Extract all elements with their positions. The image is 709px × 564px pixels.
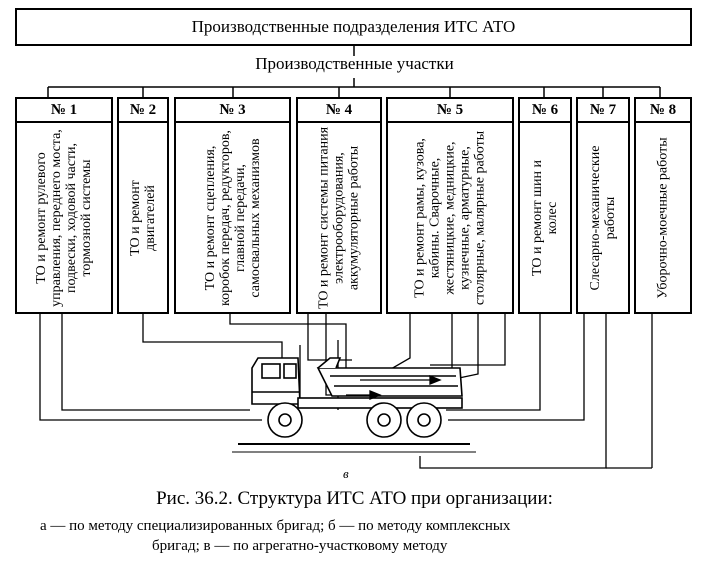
unit-description: ТО и ремонт рулевого управления, передне…: [34, 128, 94, 307]
unit-number: № 5: [388, 99, 512, 123]
legend-line-2: бригад; в — по агрегатно-участковому мет…: [152, 538, 448, 554]
unit-description: ТО и ремонт шин и колес: [530, 159, 560, 276]
unit-1: № 1 ТО и ремонт рулевого управления, пер…: [15, 97, 113, 314]
method-label-v: в: [343, 466, 349, 481]
dump-truck-illustration: [251, 357, 463, 438]
unit-description: Уборочно-моечные работы: [655, 136, 671, 299]
unit-description: ТО и ремонт сцепления, коробок передач, …: [202, 129, 263, 306]
arrow-lines: [346, 375, 442, 400]
unit-number: № 3: [176, 99, 289, 123]
unit-8: № 8 Уборочно-моечные работы: [634, 97, 692, 314]
unit-6: № 6 ТО и ремонт шин и колес: [518, 97, 572, 314]
unit-7: № 7 Слесарно-механические работы: [576, 97, 630, 314]
figure-caption: Рис. 36.2. Структура ИТС АТО при организ…: [156, 488, 553, 509]
header-title: Производственные подразделения ИТС АТО: [191, 17, 516, 36]
unit-number: № 1: [17, 99, 111, 123]
legend-line-1: а — по методу специализированных бригад;…: [40, 518, 511, 534]
unit-3: № 3 ТО и ремонт сцепления, коробок перед…: [174, 97, 291, 314]
unit-2: № 2 ТО и ремонт двигателей: [117, 97, 169, 314]
unit-description: ТО и ремонт двигателей: [128, 179, 158, 256]
unit-number: № 6: [520, 99, 570, 123]
unit-description: ТО и ремонт рамы, кузова, кабины. Свароч…: [412, 130, 488, 305]
unit-number: № 2: [119, 99, 167, 123]
unit-description: Слесарно-механические работы: [588, 145, 618, 290]
unit-number: № 4: [298, 99, 380, 123]
unit-drop-lines: [47, 87, 661, 97]
unit-number: № 8: [636, 99, 690, 123]
unit-description: ТО и ремонт системы питания электрообору…: [316, 126, 362, 309]
unit-5: № 5 ТО и ремонт рамы, кузова, кабины. Св…: [386, 97, 514, 314]
unit-number: № 7: [578, 99, 628, 123]
its-header-box: Производственные подразделения ИТС АТО: [15, 8, 692, 46]
sections-subtitle: Производственные участки: [255, 54, 454, 73]
unit-4: № 4 ТО и ремонт системы питания электроо…: [296, 97, 382, 314]
